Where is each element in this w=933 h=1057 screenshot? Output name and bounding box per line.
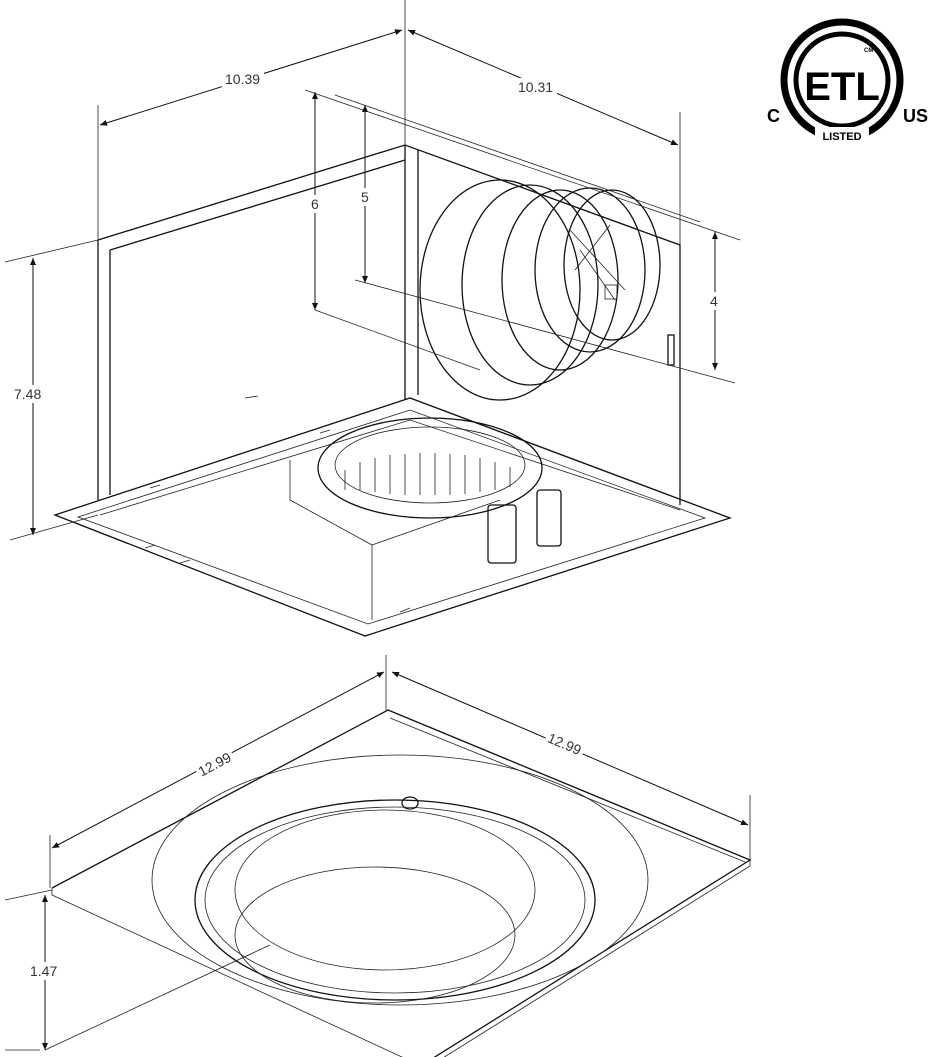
logo-us: US	[903, 106, 928, 126]
duct-height-outer-label: 6	[311, 196, 319, 212]
duct-height-inner-label: 5	[361, 189, 369, 205]
logo-listed: LISTED	[822, 131, 861, 143]
logo-c: C	[767, 106, 780, 126]
fan-dimensions: 10.39 10.31 7.48 6 5 4	[4, 0, 741, 541]
logo-cm: CM	[864, 48, 873, 54]
height-label: 7.48	[14, 386, 41, 402]
grille-dimensions: 12.99 12.99 1.47	[4, 655, 751, 1051]
duct-diameter-label: 4	[710, 293, 718, 309]
grille	[51, 709, 752, 1057]
duct-collar	[419, 179, 661, 401]
width-label: 10.39	[225, 71, 260, 87]
logo-mark: ETL	[804, 65, 880, 109]
grille-height-label: 1.47	[30, 963, 57, 979]
depth-label: 10.31	[518, 79, 553, 95]
blower-blades	[344, 453, 511, 495]
grille-width-left-label: 12.99	[195, 749, 234, 780]
fan-housing	[53, 144, 732, 637]
etl-listed-logo: ETL LISTED C US CM	[767, 18, 928, 143]
grille-width-right-label: 12.99	[545, 730, 584, 759]
